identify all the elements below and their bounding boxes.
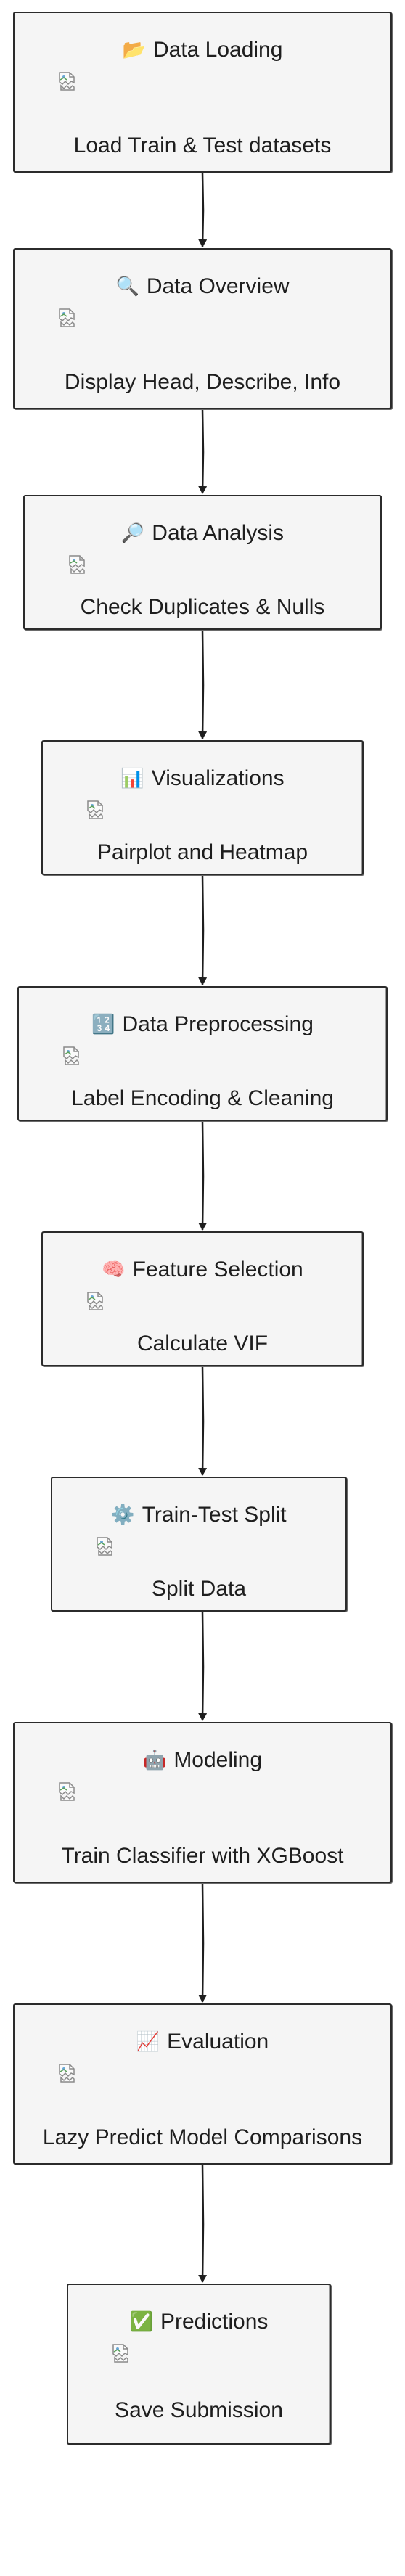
node-title: Evaluation <box>167 2030 269 2054</box>
numbers-icon: 🔢 <box>91 1013 115 1035</box>
trend-chart-icon: 📈 <box>136 2030 160 2052</box>
node-header: 📈 Evaluation <box>15 2030 390 2054</box>
node-title: Feature Selection <box>132 1258 303 1281</box>
broken-image-icon <box>58 308 77 328</box>
broken-image-icon <box>68 554 87 575</box>
node-description: Lazy Predict Model Comparisons <box>42 2125 363 2149</box>
node-description: Split Data <box>151 1577 247 1601</box>
node-title: Data Loading <box>152 38 283 62</box>
node-description: Label Encoding & Cleaning <box>71 1086 334 1110</box>
broken-image-icon <box>58 71 77 91</box>
node-header: 📊 Visualizations <box>43 766 362 791</box>
node-description: Calculate VIF <box>136 1332 269 1355</box>
node-header: 🔎 Data Analysis <box>25 521 380 546</box>
broken-image-icon <box>86 1291 105 1311</box>
node-title: Train-Test Split <box>142 1503 287 1527</box>
broken-image-icon <box>112 2343 131 2363</box>
node-header: 🧠 Feature Selection <box>43 1258 362 1282</box>
check-mark-icon: ✅ <box>129 2310 153 2332</box>
brain-icon: 🧠 <box>102 1258 126 1280</box>
broken-image-icon <box>86 800 105 820</box>
node-header: 🔍 Data Overview <box>15 274 390 299</box>
flow-arrow <box>198 1120 208 1231</box>
node-title: Data Preprocessing <box>122 1012 314 1036</box>
flow-arrow <box>198 409 208 494</box>
magnifier-right-icon: 🔎 <box>120 522 145 543</box>
folder-icon: 📂 <box>122 38 146 60</box>
node-header: ✅ Predictions <box>68 2310 330 2334</box>
bar-chart-icon: 📊 <box>120 767 144 789</box>
broken-image-icon <box>58 1781 77 1802</box>
node-header: 🔢 Data Preprocessing <box>19 1012 386 1037</box>
flow-arrow <box>198 874 208 985</box>
flow-arrow <box>198 2164 208 2283</box>
node-title: Modeling <box>173 1748 263 1772</box>
node-description: Pairplot and Heatmap <box>97 840 308 864</box>
node-header: 📂 Data Loading <box>15 38 390 62</box>
node-title: Visualizations <box>151 766 285 790</box>
broken-image-icon <box>96 1536 115 1556</box>
node-description: Load Train & Test datasets <box>73 134 332 157</box>
node-description: Check Duplicates & Nulls <box>80 595 325 619</box>
flow-arrow <box>198 1366 208 1476</box>
node-description: Train Classifier with XGBoost <box>61 1844 344 1868</box>
node-header: 🤖 Modeling <box>15 1748 390 1773</box>
flow-arrow <box>198 1882 208 2003</box>
node-description: Display Head, Describe, Info <box>64 370 341 394</box>
node-title: Data Overview <box>146 274 290 298</box>
gear-icon: ⚙️ <box>111 1504 135 1525</box>
flow-arrow <box>198 629 208 739</box>
broken-image-icon <box>58 2063 77 2083</box>
node-title: Data Analysis <box>152 521 285 545</box>
flow-arrow <box>198 172 208 247</box>
node-title: Predictions <box>160 2310 269 2334</box>
robot-icon: 🤖 <box>142 1749 167 1771</box>
node-description: Save Submission <box>115 2398 283 2422</box>
node-header: ⚙️ Train-Test Split <box>52 1503 345 1527</box>
broken-image-icon <box>62 1046 81 1066</box>
flow-arrow <box>198 1611 208 1721</box>
magnifier-icon: 🔍 <box>115 275 139 297</box>
